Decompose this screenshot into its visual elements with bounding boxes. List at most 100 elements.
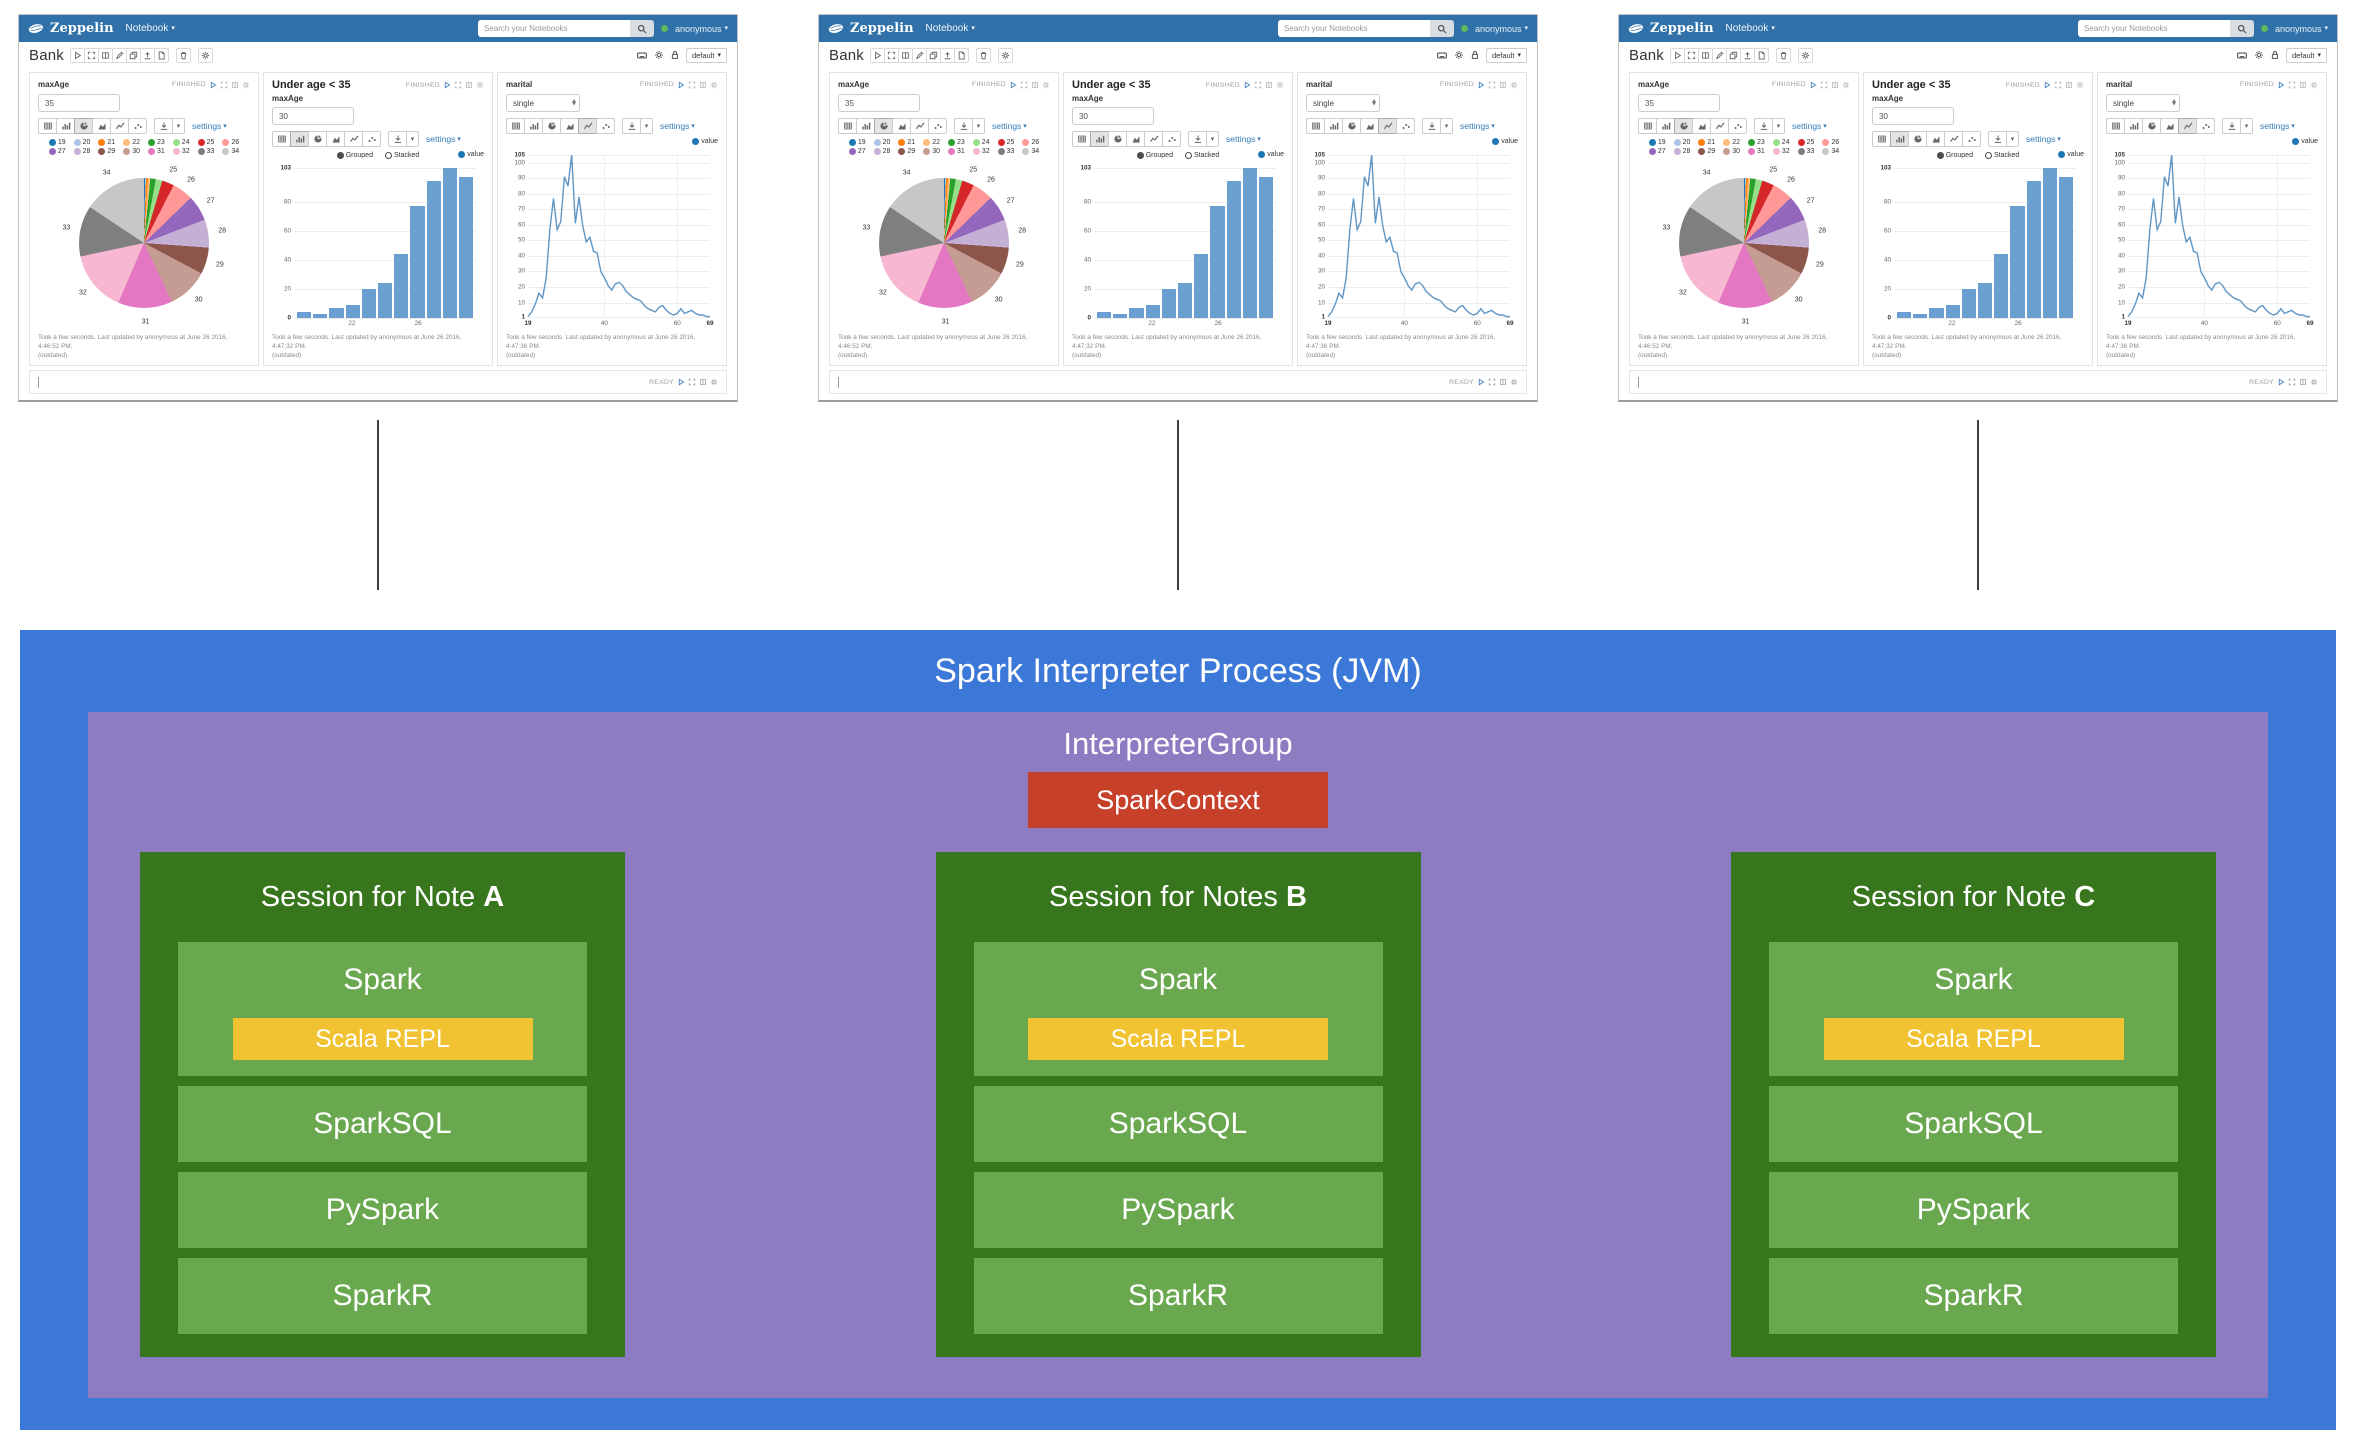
- clone-note-button[interactable]: [926, 47, 941, 63]
- legend-item[interactable]: 22: [123, 139, 140, 146]
- table-view-button[interactable]: [506, 118, 525, 134]
- settings-link[interactable]: settings ▾: [1226, 134, 1261, 144]
- legend-item[interactable]: 24: [172, 139, 190, 146]
- scatter-chart-button[interactable]: [928, 118, 947, 134]
- legend-item[interactable]: 20: [873, 139, 890, 146]
- legend-item[interactable]: 27: [848, 148, 866, 155]
- bar-chart-button[interactable]: [1090, 131, 1109, 147]
- run-paragraph-icon[interactable]: [1477, 81, 1485, 89]
- bar-chart-button[interactable]: [56, 118, 75, 134]
- stacked-radio[interactable]: Stacked: [1984, 152, 2019, 159]
- maxage-input[interactable]: [1872, 107, 1954, 125]
- export-note-button[interactable]: [140, 47, 155, 63]
- zeppelin-brand[interactable]: Zeppelin: [1628, 21, 1714, 36]
- link-paragraph-icon[interactable]: [1031, 81, 1039, 89]
- download-button[interactable]: [622, 118, 641, 134]
- legend-item[interactable]: 32: [172, 148, 190, 155]
- bar-chart-button[interactable]: [1656, 118, 1675, 134]
- export-note-button[interactable]: [940, 47, 955, 63]
- clone-note-button[interactable]: [126, 47, 141, 63]
- run-paragraph-icon[interactable]: [1809, 81, 1817, 89]
- scatter-chart-button[interactable]: [596, 118, 615, 134]
- empty-paragraph[interactable]: READY: [829, 370, 1527, 394]
- notebook-menu[interactable]: Notebook ▾: [926, 23, 975, 34]
- toggle-code-button[interactable]: [1684, 47, 1699, 63]
- expand-paragraph-icon[interactable]: [220, 81, 228, 89]
- scatter-chart-button[interactable]: [1162, 131, 1181, 147]
- maxage-input[interactable]: [38, 94, 120, 112]
- legend-item[interactable]: 24: [972, 139, 990, 146]
- settings-link[interactable]: settings ▾: [192, 121, 227, 131]
- pie-chart-button[interactable]: [1674, 118, 1693, 134]
- expand-paragraph-icon[interactable]: [1488, 81, 1496, 89]
- stacked-radio[interactable]: Stacked: [384, 152, 419, 159]
- legend-item[interactable]: 34: [222, 148, 239, 155]
- paragraph-gear-icon[interactable]: [2310, 378, 2318, 386]
- legend-item[interactable]: 22: [1723, 139, 1740, 146]
- area-chart-button[interactable]: [560, 118, 579, 134]
- download-options-button[interactable]: ▾: [1772, 118, 1785, 134]
- value-legend[interactable]: value: [1258, 151, 1284, 158]
- expand-paragraph-icon[interactable]: [688, 378, 696, 386]
- scatter-chart-button[interactable]: [362, 131, 381, 147]
- commit-note-button[interactable]: [954, 47, 969, 63]
- legend-item[interactable]: 33: [1797, 148, 1814, 155]
- keyboard-shortcuts-icon[interactable]: [1436, 50, 1448, 61]
- table-view-button[interactable]: [38, 118, 57, 134]
- scheduler-button[interactable]: [1798, 47, 1813, 63]
- table-view-button[interactable]: [838, 118, 857, 134]
- legend-item[interactable]: 30: [1723, 148, 1740, 155]
- legend-item[interactable]: 19: [848, 139, 866, 146]
- run-paragraph-icon[interactable]: [1009, 81, 1017, 89]
- toggle-output-button[interactable]: [1698, 47, 1713, 63]
- empty-paragraph[interactable]: READY: [29, 370, 727, 394]
- maxage-input[interactable]: [838, 94, 920, 112]
- scatter-chart-button[interactable]: [2196, 118, 2215, 134]
- link-paragraph-icon[interactable]: [465, 81, 473, 89]
- download-button[interactable]: [1754, 118, 1773, 134]
- user-menu[interactable]: anonymous ▾: [2275, 24, 2328, 34]
- link-paragraph-icon[interactable]: [2299, 378, 2307, 386]
- expand-paragraph-icon[interactable]: [1020, 81, 1028, 89]
- settings-link[interactable]: settings ▾: [1792, 121, 1827, 131]
- scatter-chart-button[interactable]: [1728, 118, 1747, 134]
- settings-link[interactable]: settings ▾: [992, 121, 1027, 131]
- scatter-chart-button[interactable]: [128, 118, 147, 134]
- link-paragraph-icon[interactable]: [231, 81, 239, 89]
- line-chart-button[interactable]: [1378, 118, 1397, 134]
- legend-item[interactable]: 24: [1772, 139, 1790, 146]
- legend-item[interactable]: 26: [1822, 139, 1839, 146]
- legend-item[interactable]: 21: [98, 139, 115, 146]
- marital-select[interactable]: single ▲▼: [2106, 94, 2180, 112]
- pie-chart-button[interactable]: [308, 131, 327, 147]
- legend-item[interactable]: 27: [1648, 148, 1666, 155]
- value-legend[interactable]: value: [2058, 151, 2084, 158]
- bar-chart-button[interactable]: [524, 118, 543, 134]
- legend-item[interactable]: 32: [1772, 148, 1790, 155]
- search-button[interactable]: [2229, 20, 2254, 37]
- pie-chart-button[interactable]: [1908, 131, 1927, 147]
- bar-chart-button[interactable]: [1324, 118, 1343, 134]
- legend-item[interactable]: 28: [73, 148, 90, 155]
- run-all-button[interactable]: [870, 47, 885, 63]
- legend-item[interactable]: 31: [1748, 148, 1765, 155]
- table-view-button[interactable]: [1872, 131, 1891, 147]
- display-mode-button[interactable]: default ▾: [2285, 47, 2327, 63]
- pie-chart-button[interactable]: [874, 118, 893, 134]
- interpreter-gear-icon[interactable]: [1454, 50, 1464, 60]
- line-chart-button[interactable]: [578, 118, 597, 134]
- legend-item[interactable]: 25: [197, 139, 214, 146]
- scheduler-button[interactable]: [998, 47, 1013, 63]
- legend-item[interactable]: 33: [197, 148, 214, 155]
- expand-paragraph-icon[interactable]: [1488, 378, 1496, 386]
- legend-item[interactable]: 30: [123, 148, 140, 155]
- download-options-button[interactable]: ▾: [2006, 131, 2019, 147]
- notebook-menu[interactable]: Notebook ▾: [126, 23, 175, 34]
- lock-icon[interactable]: [1470, 50, 1480, 60]
- run-paragraph-icon[interactable]: [2043, 81, 2051, 89]
- paragraph-gear-icon[interactable]: [1042, 81, 1050, 89]
- download-button[interactable]: [1422, 118, 1441, 134]
- area-chart-button[interactable]: [326, 131, 345, 147]
- legend-item[interactable]: 19: [1648, 139, 1666, 146]
- keyboard-shortcuts-icon[interactable]: [636, 50, 648, 61]
